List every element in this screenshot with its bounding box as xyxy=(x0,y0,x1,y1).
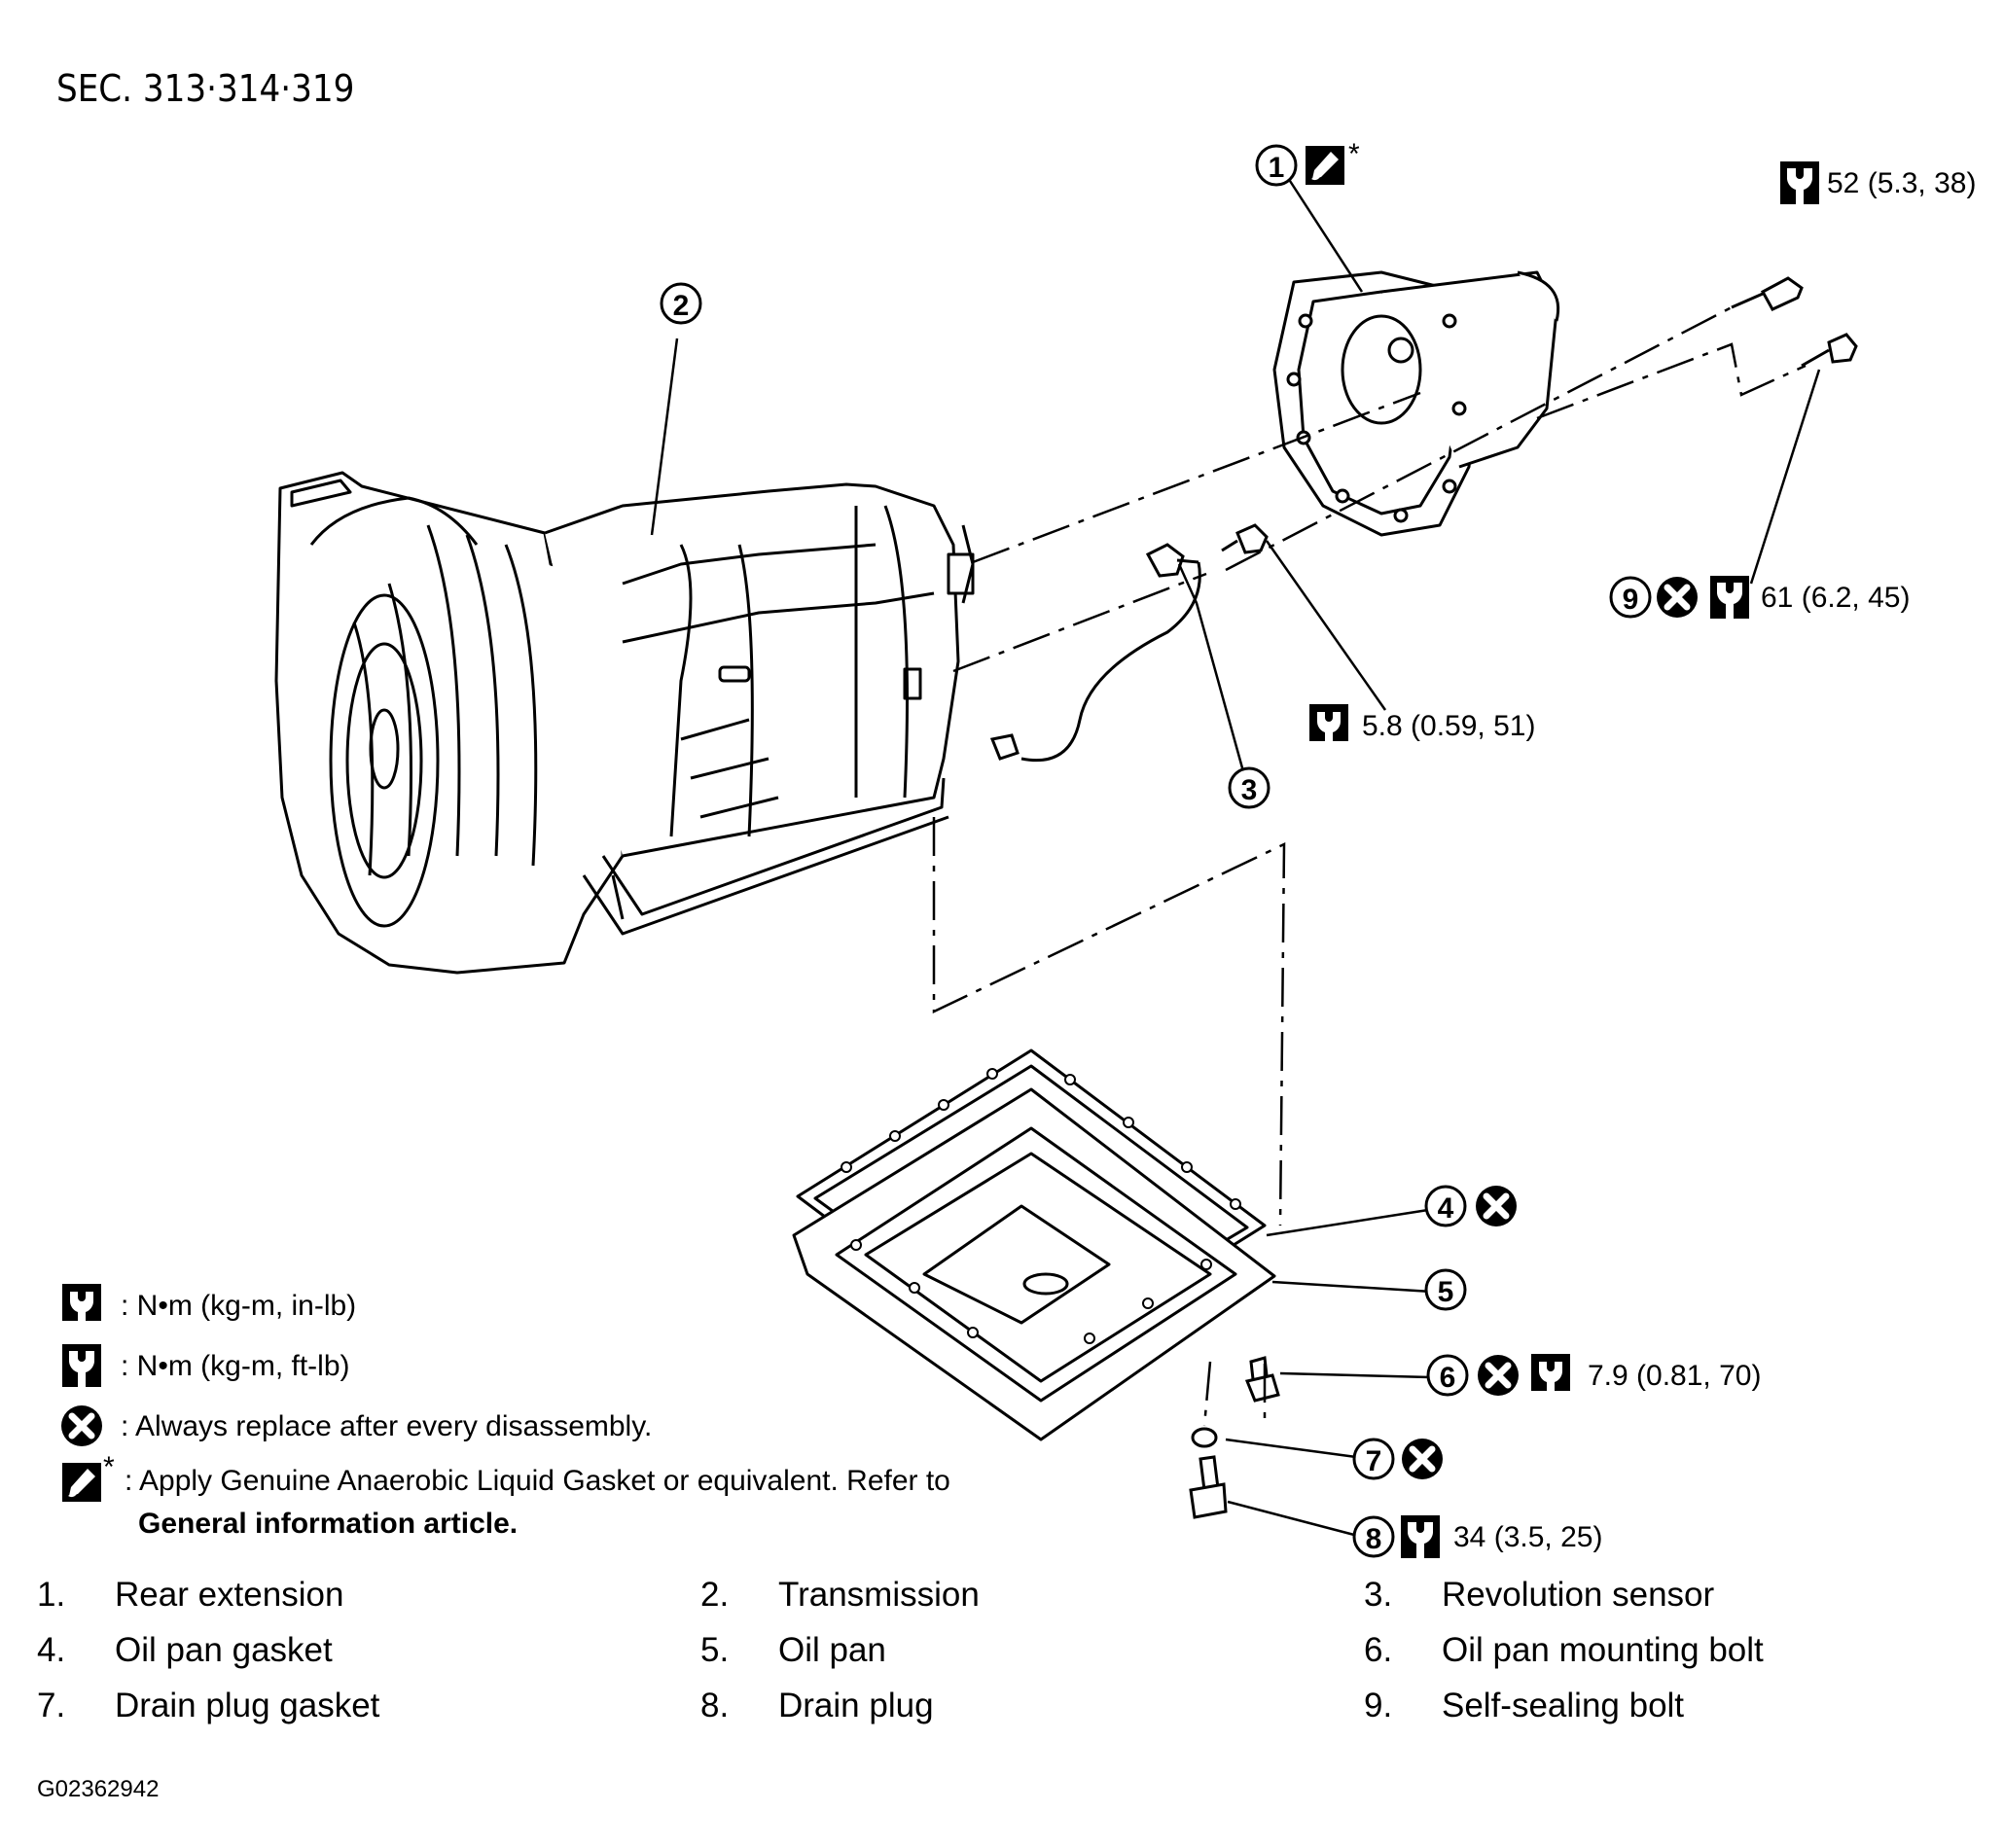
always-replace-icon xyxy=(61,1405,102,1446)
svg-text:8: 8 xyxy=(1366,1523,1382,1555)
symbol-key: : N•m (kg-m, in-lb) : N•m (kg-m, ft-lb) … xyxy=(61,1284,950,1540)
liquid-gasket-icon xyxy=(62,1463,101,1502)
callout-9: 9 61 (6.2, 45) xyxy=(1609,576,1910,619)
svg-text:1: 1 xyxy=(1269,152,1285,184)
callout-5: 5 xyxy=(1424,1268,1467,1311)
svg-text:5.8 (0.59, 51): 5.8 (0.59, 51) xyxy=(1362,710,1535,742)
callout-8: 8 34 (3.5, 25) xyxy=(1352,1515,1602,1558)
always-replace-icon xyxy=(1478,1355,1519,1396)
svg-text:2: 2 xyxy=(673,290,690,322)
svg-text:7.9 (0.81, 70): 7.9 (0.81, 70) xyxy=(1588,1360,1761,1392)
torque-ftlb-icon xyxy=(1710,576,1749,619)
svg-text:52 (5.3, 38): 52 (5.3, 38) xyxy=(1827,167,1976,199)
callout-4: 4 xyxy=(1424,1186,1517,1226)
svg-text:5: 5 xyxy=(1438,1276,1454,1308)
key-replace-text: : Always replace after every disassembly… xyxy=(121,1410,652,1442)
key-gasket-reference: General information article. xyxy=(138,1508,518,1540)
callout-1: 1 * xyxy=(1255,138,1360,187)
figure-id: G02362942 xyxy=(37,1776,160,1802)
revolution-sensor-drawing xyxy=(989,523,1269,763)
transmission-drawing xyxy=(274,471,975,975)
svg-text:*: * xyxy=(1348,138,1360,170)
torque-ftlb-icon xyxy=(62,1344,101,1387)
always-replace-icon xyxy=(1476,1186,1517,1226)
phantom-lines xyxy=(932,305,1807,1427)
svg-text:61 (6.2, 45): 61 (6.2, 45) xyxy=(1761,582,1910,614)
svg-text:6: 6 xyxy=(1440,1362,1456,1394)
torque-ftlb-icon xyxy=(1780,161,1819,204)
leader-lines xyxy=(650,180,1821,1537)
rear-bolts-drawing xyxy=(1731,276,1858,368)
callout-7: 7 xyxy=(1352,1439,1443,1479)
torque-inlb-icon xyxy=(1309,704,1348,747)
sensor-bolt-torque-note: 5.8 (0.59, 51) xyxy=(1309,704,1535,747)
svg-text:3: 3 xyxy=(1241,774,1258,806)
callout-3: 3 xyxy=(1228,766,1270,809)
torque-inlb-icon xyxy=(1531,1354,1570,1397)
svg-text:7: 7 xyxy=(1366,1445,1382,1477)
key-ftlb-text: : N•m (kg-m, ft-lb) xyxy=(121,1350,350,1382)
always-replace-icon xyxy=(1402,1439,1443,1479)
rear-bolt-torque-note: 52 (5.3, 38) xyxy=(1780,161,1976,204)
torque-inlb-icon xyxy=(62,1284,101,1327)
callout-6: 6 7.9 (0.81, 70) xyxy=(1426,1354,1761,1397)
oil-pan-drawing xyxy=(792,1048,1276,1441)
liquid-gasket-icon xyxy=(1306,146,1344,185)
svg-text:*: * xyxy=(103,1451,115,1483)
callout-2: 2 xyxy=(660,282,702,325)
rear-extension-drawing xyxy=(1272,270,1560,537)
svg-text:9: 9 xyxy=(1623,584,1639,616)
key-gasket-text: : Apply Genuine Anaerobic Liquid Gasket … xyxy=(125,1465,950,1497)
gasket-holes xyxy=(841,1068,1241,1344)
section-label: SEC. 313·314·319 xyxy=(56,67,354,110)
always-replace-icon xyxy=(1657,577,1698,618)
svg-text:34 (3.5, 25): 34 (3.5, 25) xyxy=(1453,1521,1602,1553)
key-inlb-text: : N•m (kg-m, in-lb) xyxy=(121,1290,356,1322)
torque-ftlb-icon xyxy=(1401,1515,1440,1558)
svg-text:4: 4 xyxy=(1438,1192,1454,1225)
